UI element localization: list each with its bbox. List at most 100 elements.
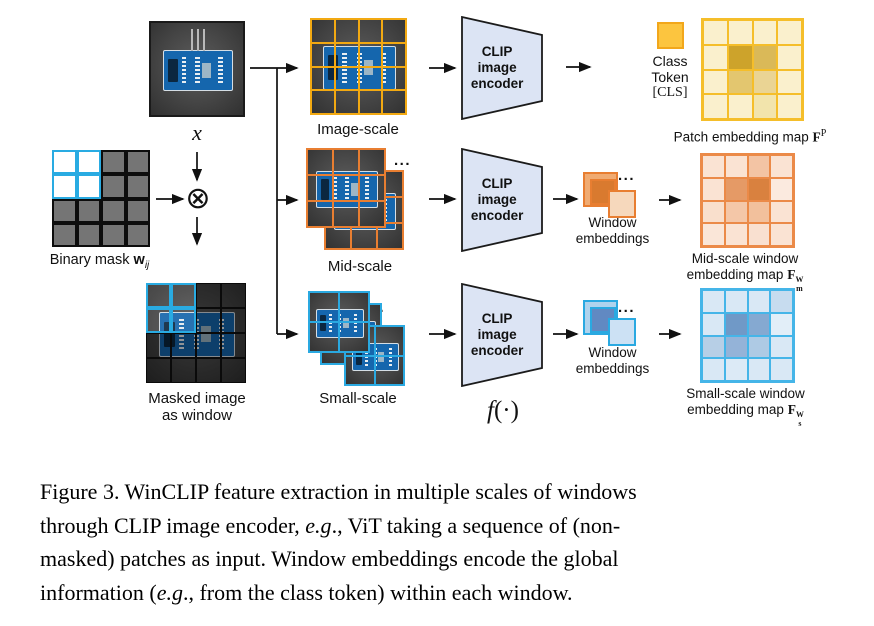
- map-cell: [702, 223, 725, 246]
- map-cell: [770, 155, 793, 178]
- map-cell: [770, 177, 793, 201]
- map-cell: [702, 290, 725, 313]
- map-cell: [702, 335, 725, 359]
- connector-pins: [191, 29, 206, 51]
- mask-cell: [76, 150, 101, 175]
- mask-cell: [125, 150, 150, 175]
- image-scale-label: Image-scale: [317, 121, 399, 138]
- ellipsis: ...: [618, 167, 636, 184]
- input-image: [149, 21, 245, 117]
- mask-cell: [125, 174, 150, 199]
- map-cell: [770, 358, 793, 381]
- image-scale-image: [310, 18, 407, 115]
- mask-window-highlight: [146, 283, 196, 333]
- map-cell: [703, 44, 728, 70]
- map-cell: [724, 290, 748, 313]
- map-cell: [703, 94, 728, 119]
- binary-mask-grid: [52, 150, 150, 247]
- map-cell: [747, 200, 771, 224]
- map-cell: [747, 312, 771, 336]
- encoder-trapezoid: [461, 147, 543, 253]
- patch-embedding-map-label: Patch embedding map FP: [673, 128, 827, 145]
- map-cell: [777, 69, 802, 95]
- map-cell: [724, 358, 748, 381]
- binary-mask-label: Binary mask wij: [49, 252, 150, 271]
- window-embedding-swatch: [608, 190, 636, 218]
- ellipsis: ...: [618, 299, 636, 316]
- input-image-label: x: [192, 120, 202, 145]
- window-embeddings-small: [583, 299, 643, 349]
- figure-caption: Figure 3. WinCLIP feature extraction in …: [40, 475, 845, 609]
- patch-embedding-map: [701, 18, 804, 121]
- mask-grid-overlay: [146, 283, 246, 383]
- mask-cell: [101, 150, 126, 175]
- mask-cell: [52, 198, 77, 223]
- pcb-board: [162, 49, 234, 92]
- map-cell: [770, 200, 793, 224]
- window-grid-overlay: [306, 148, 386, 228]
- mask-cell: [125, 198, 150, 223]
- encoder-function-label: f(·): [487, 397, 519, 424]
- mid-embedding-map: [700, 153, 795, 248]
- mid-scale-label: Mid-scale: [327, 258, 393, 275]
- map-cell: [747, 177, 771, 201]
- class-token-swatch: [657, 22, 684, 49]
- map-cell: [770, 290, 793, 313]
- map-cell: [752, 44, 778, 70]
- map-cell: [727, 69, 753, 95]
- map-cell: [727, 94, 753, 119]
- mask-cell: [76, 198, 101, 223]
- small-scale-stack: [308, 288, 408, 388]
- caption-line: information (e.g., from the class token)…: [40, 579, 573, 605]
- map-cell: [747, 358, 771, 381]
- mask-cell: [101, 174, 126, 199]
- small-scale-label: Small-scale: [319, 390, 397, 407]
- map-cell: [770, 335, 793, 359]
- map-cell: [702, 155, 725, 178]
- map-cell: [724, 177, 748, 201]
- window-grid-overlay: [344, 325, 405, 386]
- map-cell: [770, 312, 793, 336]
- window-grid-overlay: [310, 18, 407, 115]
- map-cell: [747, 335, 771, 359]
- encoder-trapezoid: [461, 15, 543, 121]
- map-cell: [702, 312, 725, 336]
- map-cell: [747, 223, 771, 246]
- mask-cell: [76, 174, 101, 199]
- mid-scale-stack: [306, 148, 406, 252]
- map-cell: [777, 94, 802, 119]
- otimes-operator: ⊗: [185, 182, 211, 215]
- caption-line: Figure 3. WinCLIP feature extraction in …: [40, 479, 637, 504]
- map-cell: [777, 44, 802, 70]
- map-cell: [747, 155, 771, 178]
- map-cell: [724, 335, 748, 359]
- small-scale-window-image: [308, 291, 370, 353]
- caption-line: through CLIP image encoder, e.g., ViT ta…: [40, 512, 621, 538]
- small-embedding-map: [700, 288, 795, 383]
- map-cell: [702, 177, 725, 201]
- mask-cell: [52, 174, 77, 199]
- class-token-label: Class Token [CLS]: [651, 53, 689, 100]
- map-cell: [770, 223, 793, 246]
- map-cell: [724, 200, 748, 224]
- map-cell: [724, 312, 748, 336]
- mask-cell: [52, 222, 77, 247]
- map-cell: [703, 20, 728, 45]
- map-cell: [727, 44, 753, 70]
- mask-cell: [76, 222, 101, 247]
- mask-cell: [101, 198, 126, 223]
- mid-scale-window-image: [306, 148, 386, 228]
- window-embedding-swatch: [608, 318, 636, 346]
- window-grid-overlay: [308, 291, 370, 353]
- map-cell: [727, 20, 753, 45]
